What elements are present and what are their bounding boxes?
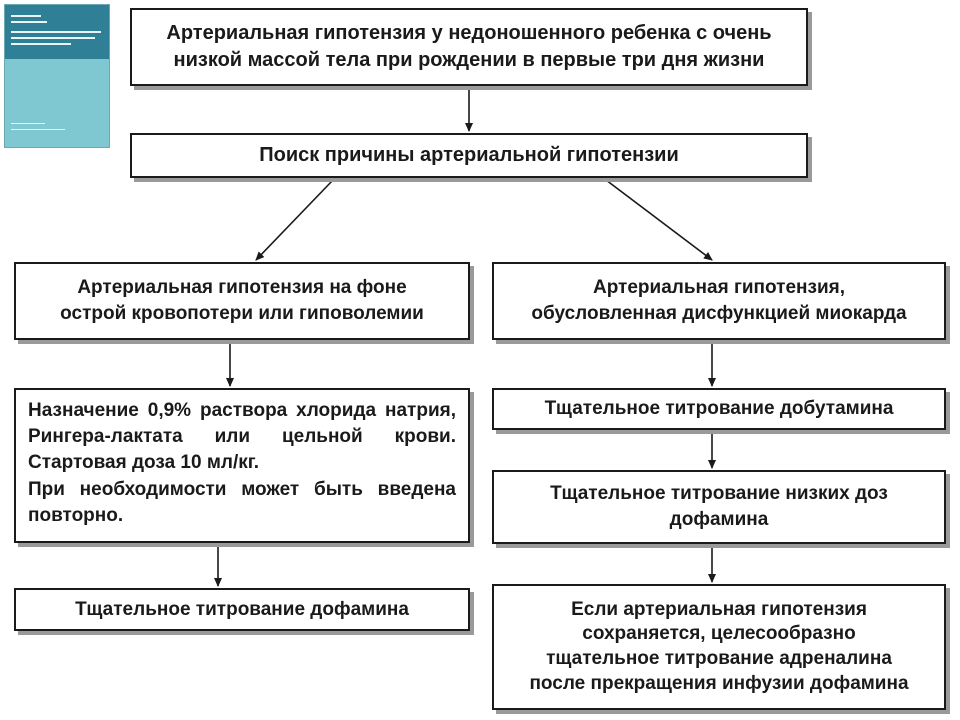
node-left-final-line-1: Тщательное титрование дофамина: [75, 598, 409, 620]
node-left-cause-line-1: Артериальная гипотензия на фоне: [77, 277, 407, 299]
node-right-step3-line-3: тщательное титрование адреналина: [546, 648, 892, 669]
node-search-line-1: Поиск причины артериальной гипотензии: [259, 144, 679, 166]
node-right-cause-myocardial: Артериальная гипотензия, обусловленная д…: [492, 262, 946, 340]
node-right-cause-line-2: обусловленная дисфункцией миокарда: [531, 303, 907, 324]
node-left-final-dopamine: Тщательное титрование дофамина: [14, 588, 470, 631]
node-top-hypotension-premature: Артериальная гипотензия у недоношенного …: [130, 8, 808, 86]
node-right-step1-line-1: Тщательное титрование добутамина: [544, 398, 894, 420]
node-left-treatment-paragraph-1: Назначение 0,9% раствора хлорида натрия,…: [28, 400, 456, 474]
node-left-treatment-paragraph-2: При необходимости может быть введена пов…: [28, 478, 456, 526]
node-right-step3-line-1: Если артериальная гипотензия: [571, 598, 867, 620]
guideline-cover-image: [4, 4, 110, 148]
node-right-step3-adrenaline: Если артериальная гипотензия сохраняется…: [492, 584, 946, 710]
node-right-cause-line-1: Артериальная гипотензия,: [592, 277, 845, 299]
arrow-search-to-left: [255, 179, 334, 261]
arrow-search-to-right: [605, 179, 713, 261]
node-search-cause: Поиск причины артериальной гипотензии: [130, 133, 808, 178]
node-right-step2-low-dose-dopamine: Тщательное титрование низких доз дофамин…: [492, 470, 946, 544]
node-top-line-2: низкой массой тела при рождении в первые…: [173, 49, 765, 71]
node-right-step2-line-2: дофамина: [669, 509, 769, 530]
node-right-step3-line-4: после прекращения инфузии дофамина: [529, 672, 909, 694]
node-left-cause-blood-loss: Артериальная гипотензия на фоне острой к…: [14, 262, 470, 340]
node-top-line-1: Артериальная гипотензия у недоношенного …: [166, 22, 772, 44]
node-left-cause-line-2: острой кровопотери или гиповолемии: [60, 303, 424, 324]
node-right-step1-dobutamine: Тщательное титрование добутамина: [492, 388, 946, 430]
node-right-step3-line-2: сохраняется, целесообразно: [582, 623, 856, 645]
node-right-step2-line-1: Тщательное титрование низких доз: [550, 483, 888, 505]
node-left-treatment-saline: Назначение 0,9% раствора хлорида натрия,…: [14, 388, 470, 543]
